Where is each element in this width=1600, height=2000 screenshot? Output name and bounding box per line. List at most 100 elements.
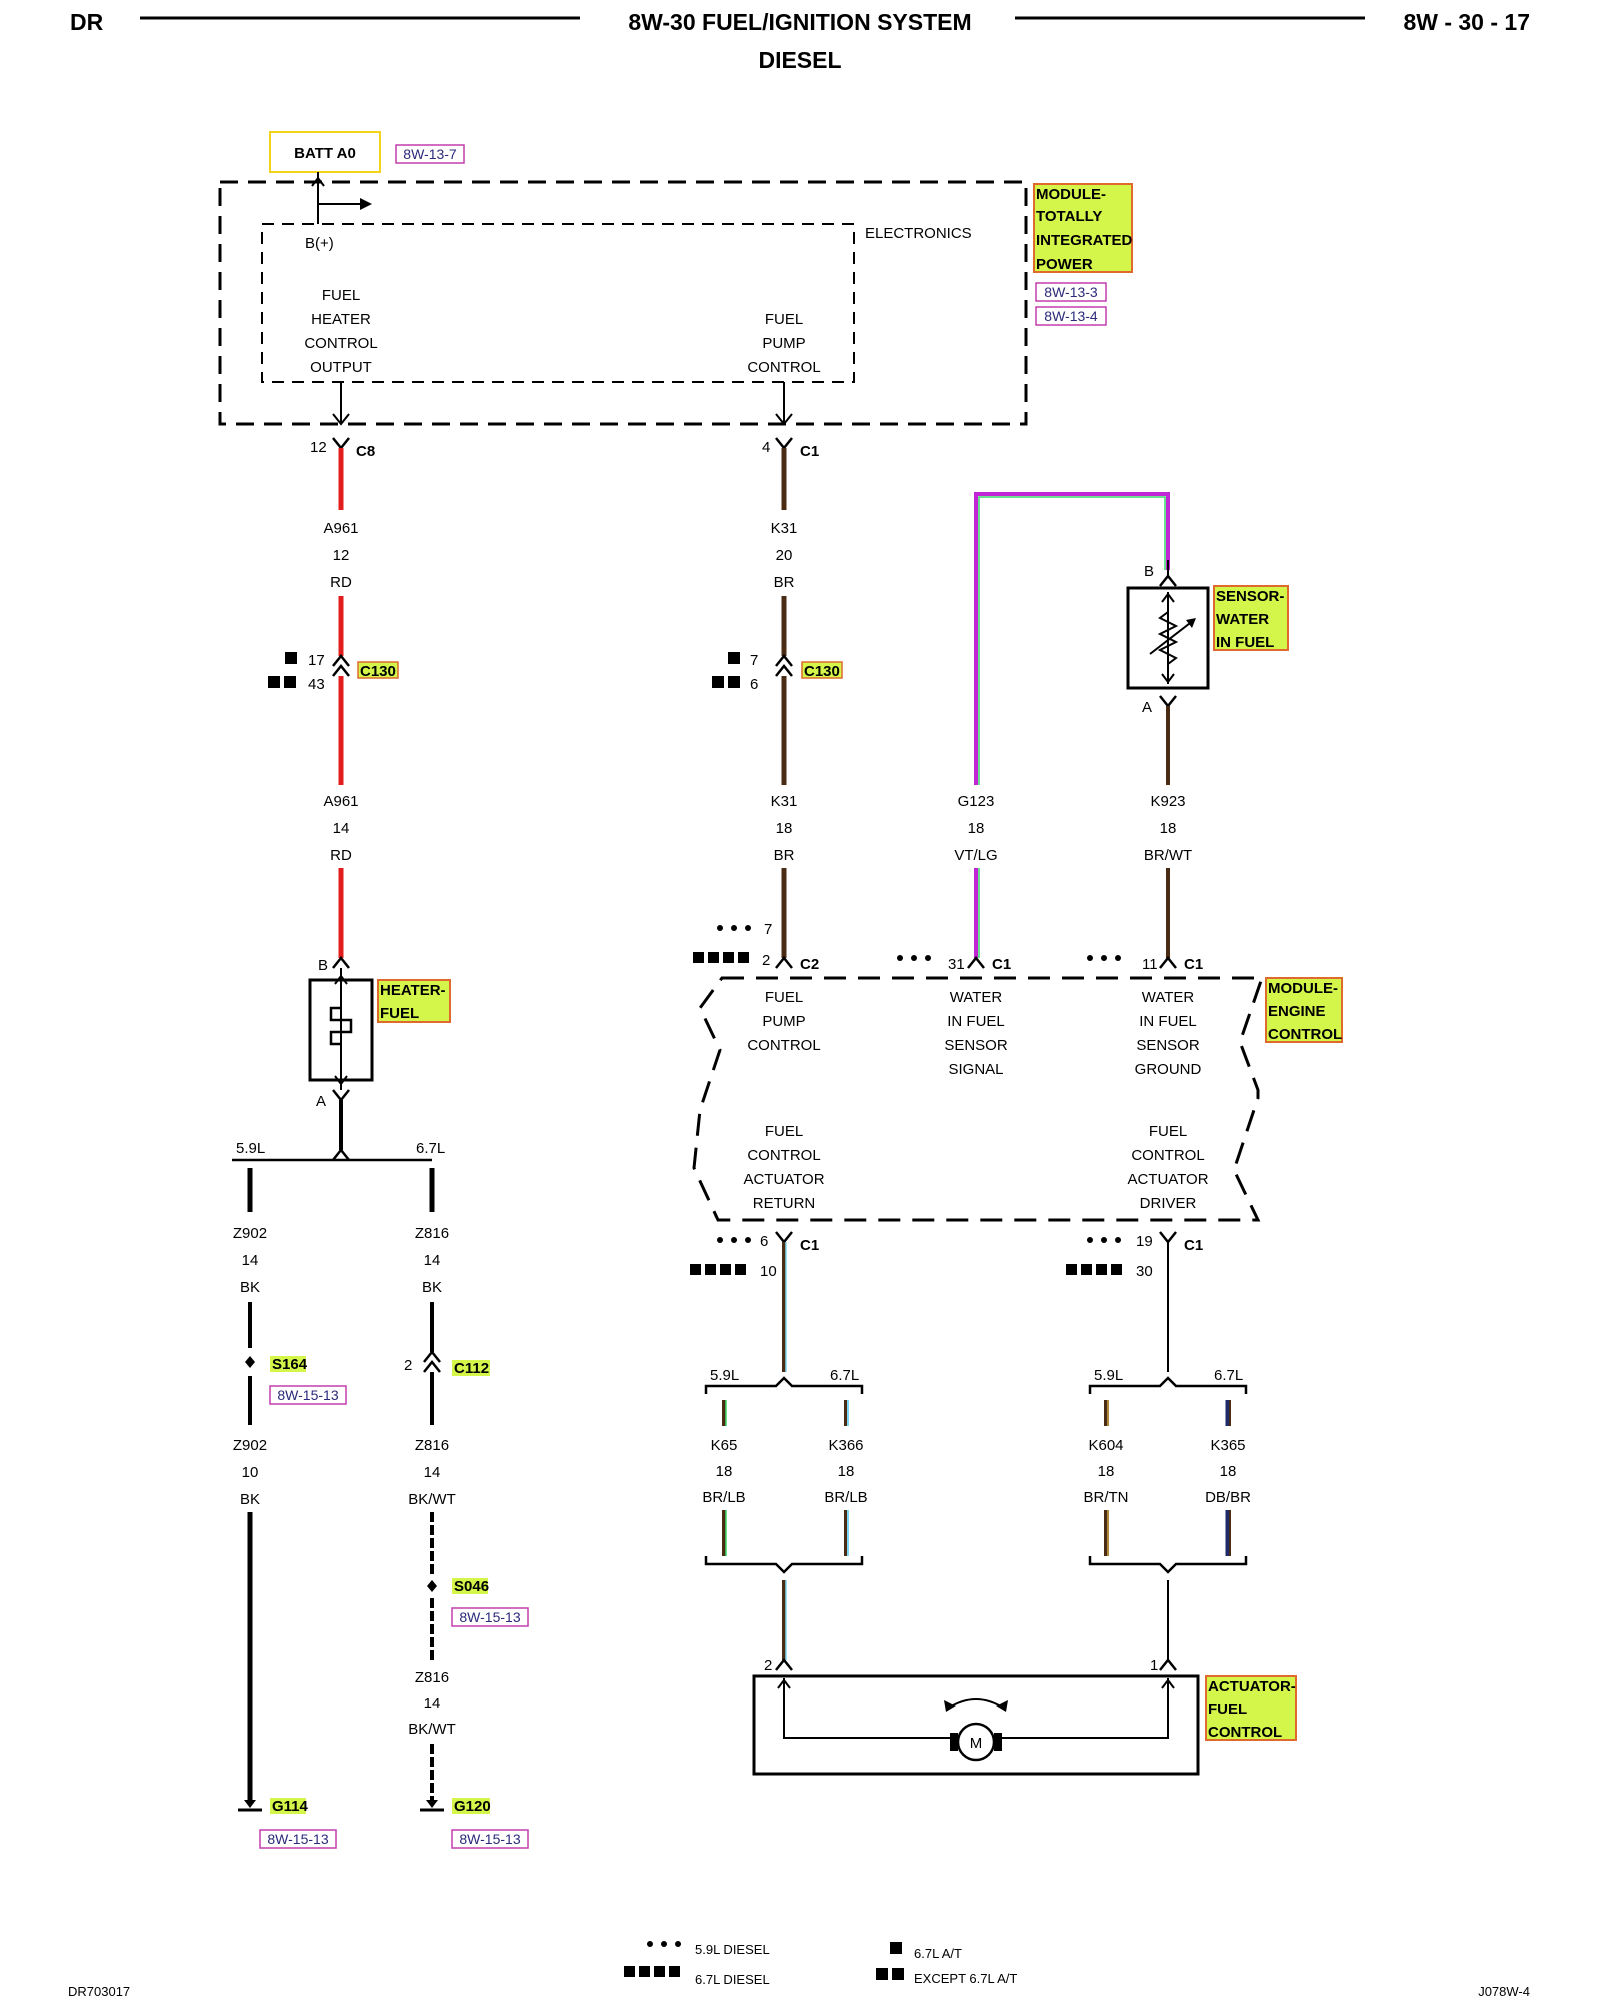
actuator-internal-arrows <box>777 1678 1175 1689</box>
pump-ctrl-line2: PUMP <box>762 335 805 352</box>
diesel59-dot-1 <box>717 925 723 931</box>
thermistor-arrowhead <box>1186 618 1196 628</box>
ground-dot-1 <box>1087 955 1093 961</box>
motor-rotation-arrows <box>944 1700 1008 1712</box>
heater-ctrl-line3: CONTROL <box>304 335 377 352</box>
ecm-pump-line2: PUMP <box>762 1013 805 1030</box>
g114-label: G114 <box>272 1798 309 1815</box>
g114-ref-box[interactable] <box>259 1829 337 1849</box>
c8-label: C8 <box>356 443 375 460</box>
c1-driver-label: C1 <box>1184 1237 1203 1254</box>
s046-ref-box[interactable] <box>451 1607 529 1627</box>
k65-gauge: 18 <box>716 1463 733 1480</box>
s164-label-box <box>270 1356 306 1372</box>
g120-ref-link[interactable]: 8W-15-13 <box>459 1831 520 1847</box>
actuator-name-line3: CONTROL <box>1208 1724 1282 1741</box>
k65-color: BR/LB <box>702 1489 745 1506</box>
return-dot-2 <box>731 1237 737 1243</box>
header-page-number: 8W - 30 - 17 <box>1403 9 1530 35</box>
sensor-pin-a-symbol <box>1159 695 1177 709</box>
ecm-return-line4: RETURN <box>753 1195 816 1212</box>
k366-gauge: 18 <box>838 1463 855 1480</box>
g120-ref-box[interactable] <box>451 1829 529 1849</box>
z902-bot-circuit: Z902 <box>233 1437 267 1454</box>
thermistor-icon <box>1157 611 1179 665</box>
return-sq-1 <box>690 1264 701 1275</box>
tipm-name-line1: MODULE- <box>1036 186 1106 203</box>
sensor-internal-arrows <box>1161 592 1175 684</box>
signal-dot-1 <box>897 955 903 961</box>
ecm-name-line3: CONTROL <box>1268 1026 1342 1043</box>
legend-59-dot-3 <box>675 1941 681 1947</box>
driver-sq-2 <box>1081 1264 1092 1275</box>
c1-return-pin-a: 6 <box>760 1233 768 1250</box>
header-subtitle: DIESEL <box>758 47 841 73</box>
z816-bot-gauge: 14 <box>424 1695 441 1712</box>
k923-circuit: K923 <box>1150 793 1185 810</box>
tipm-name-line4: POWER <box>1036 256 1093 273</box>
k31-bot-color: BR <box>774 847 795 864</box>
return-branch-67: 6.7L <box>830 1367 859 1384</box>
k604-circuit: K604 <box>1088 1437 1123 1454</box>
legend-at67-sq <box>890 1942 902 1954</box>
heater-pin-a-symbol <box>332 1089 350 1103</box>
actuator-name-label-box <box>1205 1675 1297 1741</box>
c130-heater-pin-b: 43 <box>308 676 325 693</box>
motor-brush-right <box>994 1733 1002 1751</box>
ecm-signal-line2: IN FUEL <box>947 1013 1005 1030</box>
g123-color: VT/LG <box>954 847 997 864</box>
except-at67-pump-1 <box>712 676 724 688</box>
tipm-ref2-link[interactable]: 8W-13-4 <box>1044 308 1098 324</box>
tipm-name-line2: TOTALLY <box>1036 208 1102 225</box>
batt-label: BATT A0 <box>294 145 356 162</box>
s046-ref-link[interactable]: 8W-15-13 <box>459 1609 520 1625</box>
k366-circuit: K366 <box>828 1437 863 1454</box>
k365-color: DB/BR <box>1205 1489 1251 1506</box>
c1-return-pin-b: 10 <box>760 1263 777 1280</box>
g120-label-box <box>452 1798 490 1814</box>
s164-ref-link[interactable]: 8W-15-13 <box>277 1387 338 1403</box>
ecm-return-line1: FUEL <box>765 1123 803 1140</box>
heater-name-line2: FUEL <box>380 1005 419 1022</box>
sensor-name-line1: SENSOR- <box>1216 588 1284 605</box>
legend-at67: 6.7L A/T <box>914 1946 962 1961</box>
actuator-body <box>752 1674 1200 1776</box>
a961-bot-circuit: A961 <box>323 793 358 810</box>
ground-dot-2 <box>1101 955 1107 961</box>
actuator-pin-2-symbol <box>775 1657 793 1671</box>
sensor-pin-a: A <box>1142 699 1152 716</box>
batt-ref-link[interactable]: 8W-13-7 <box>403 146 457 162</box>
c2-label: C2 <box>800 956 819 973</box>
driver-split-bracket <box>1088 1376 1248 1394</box>
tipm-ref2-box[interactable] <box>1035 306 1107 326</box>
k31-top-color: BR <box>774 574 795 591</box>
ecm-name-label-box <box>1265 977 1343 1043</box>
driver-sq-1 <box>1066 1264 1077 1275</box>
k31-top-gauge: 20 <box>776 547 793 564</box>
footer-right-code: J078W-4 <box>1478 1984 1530 1999</box>
batt-ref-box[interactable] <box>395 144 465 164</box>
s164-ref-box[interactable] <box>269 1385 347 1405</box>
sensor-name-line3: IN FUEL <box>1216 634 1274 651</box>
return-join-bracket <box>704 1556 864 1574</box>
tipm-ref1-box[interactable] <box>1035 282 1107 302</box>
c2-connector <box>775 955 793 969</box>
c2-pin-a: 7 <box>764 921 772 938</box>
tipm-ref1-link[interactable]: 8W-13-3 <box>1044 284 1098 300</box>
g114-ref-link[interactable]: 8W-15-13 <box>267 1831 328 1847</box>
c8-connector-symbol <box>332 437 350 451</box>
heater-element-icon <box>329 1006 353 1046</box>
ecm-module-outline <box>692 976 1265 1222</box>
motor-rotation-arc <box>947 1698 1005 1709</box>
pump-ctrl-line3: CONTROL <box>747 359 820 376</box>
k923-gauge: 18 <box>1160 820 1177 837</box>
ecm-ground-line3: SENSOR <box>1136 1037 1200 1054</box>
c112-connector <box>423 1349 441 1373</box>
tipm-module-outline <box>218 180 1028 426</box>
heater-pin-a: A <box>316 1093 326 1110</box>
ecm-return-line3: ACTUATOR <box>743 1171 824 1188</box>
k604-gauge: 18 <box>1098 1463 1115 1480</box>
motor-brush-left <box>950 1733 958 1751</box>
c1-return-label: C1 <box>800 1237 819 1254</box>
